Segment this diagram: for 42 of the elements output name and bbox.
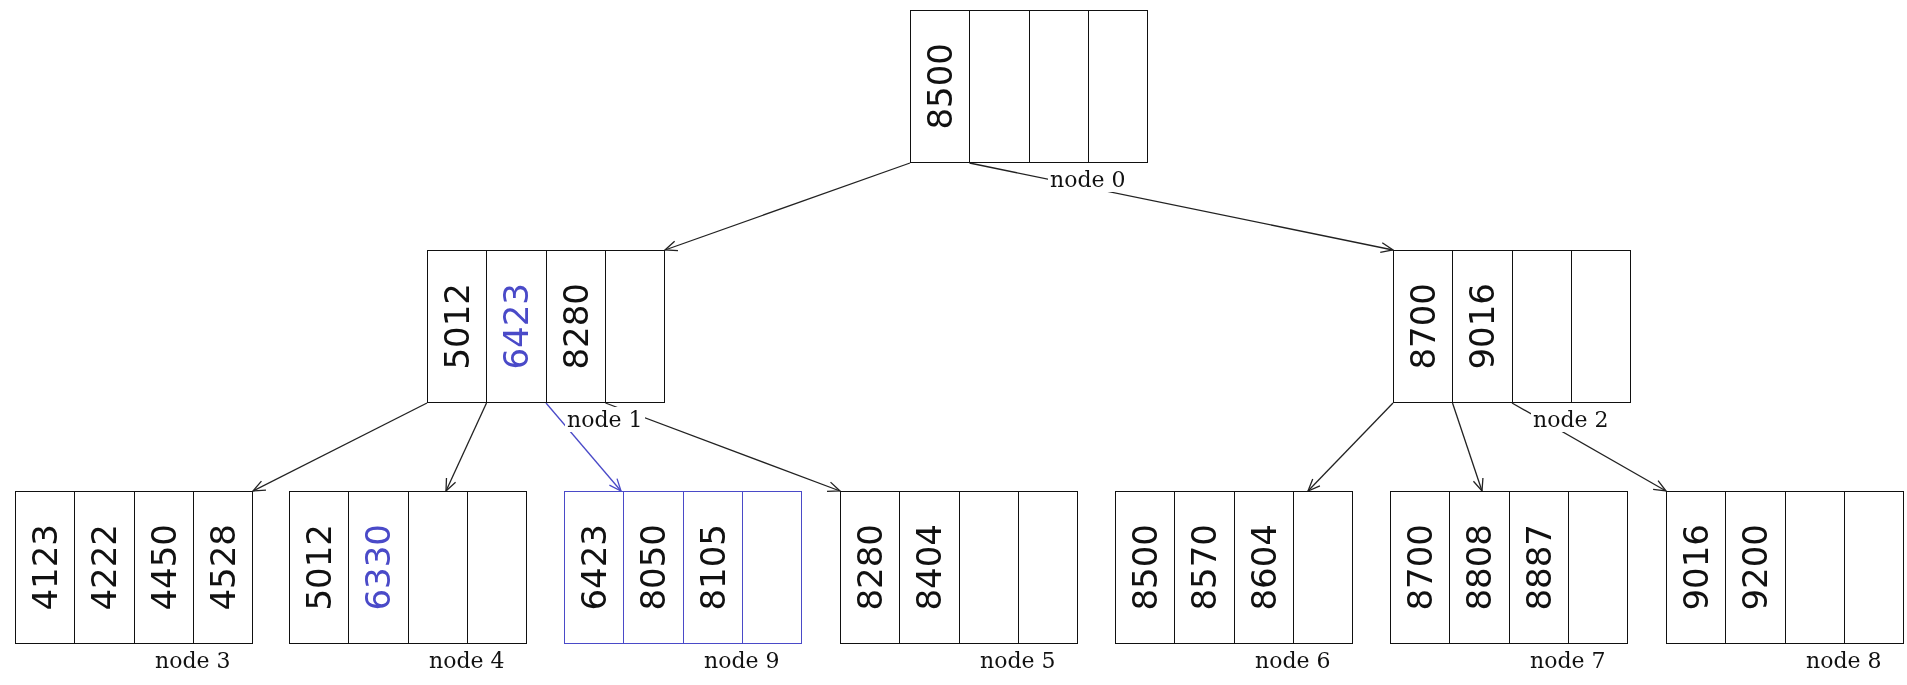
key-value: 8404 <box>912 524 947 611</box>
key-value: 8570 <box>1187 524 1222 611</box>
node-label: node 1 <box>565 407 645 432</box>
key-value: 6423 <box>499 283 534 370</box>
record-box <box>1390 491 1628 644</box>
record-box <box>1393 250 1631 403</box>
key-value: 8050 <box>636 524 671 611</box>
key-value: 8280 <box>853 524 888 611</box>
record-box <box>427 250 665 403</box>
key-value: 8105 <box>695 524 730 611</box>
arrow <box>252 402 428 492</box>
record-box <box>910 10 1148 163</box>
key-value: 8604 <box>1246 524 1281 611</box>
arrow <box>445 402 488 492</box>
arrow <box>1451 402 1484 492</box>
record-box <box>1115 491 1353 644</box>
record-box <box>289 491 527 644</box>
key-value: 5012 <box>440 283 475 370</box>
key-value: 4123 <box>28 524 63 611</box>
key-value: 5012 <box>302 524 337 611</box>
key-value: 8280 <box>558 283 593 370</box>
arrow <box>545 402 622 492</box>
key-value: 8700 <box>1406 283 1441 370</box>
record-box <box>564 491 802 644</box>
key-value: 8887 <box>1521 524 1556 611</box>
key-value: 9016 <box>1465 283 1500 370</box>
key-value: 6330 <box>361 524 396 611</box>
arrow <box>1307 402 1394 492</box>
key-value: 8500 <box>1128 524 1163 611</box>
arrow <box>664 162 911 252</box>
record-box <box>840 491 1078 644</box>
key-value: 8500 <box>923 43 958 130</box>
key-value: 4450 <box>146 524 181 611</box>
key-value: 8700 <box>1403 524 1438 611</box>
record-box <box>15 491 253 644</box>
key-value: 8808 <box>1462 524 1497 611</box>
key-value: 6423 <box>577 524 612 611</box>
key-value: 4528 <box>205 524 240 611</box>
key-value: 9016 <box>1679 524 1714 611</box>
key-value: 9200 <box>1738 524 1773 611</box>
key-value: 4222 <box>87 524 122 611</box>
record-box <box>1666 491 1904 644</box>
